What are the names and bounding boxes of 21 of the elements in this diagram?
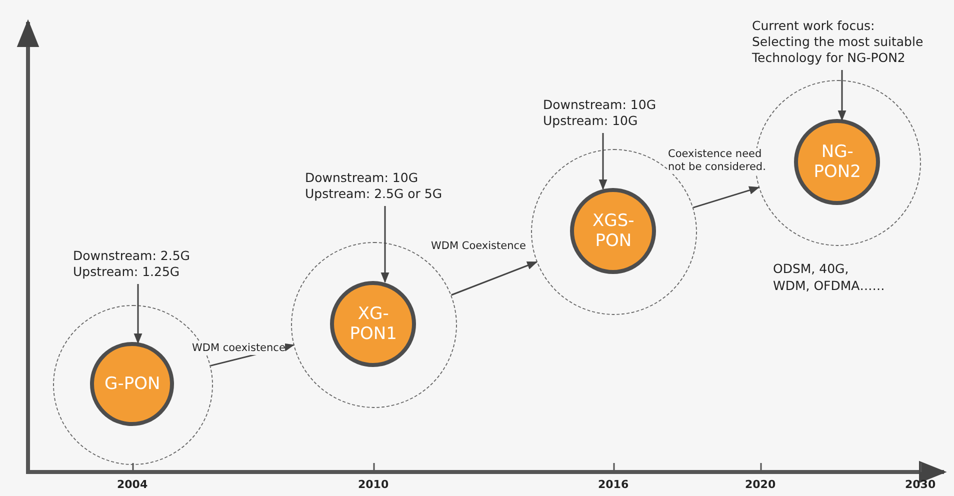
- arrow: [134, 284, 142, 344]
- arrow: [693, 186, 760, 208]
- year-label: 2016: [598, 478, 629, 491]
- spec-text: Current work focus: Selecting the most suitable Technology for NG-PON2: [752, 18, 932, 68]
- arrow: [380, 206, 390, 284]
- technology-circle: NG-PON2: [794, 119, 880, 206]
- dashed-ring: [291, 242, 457, 408]
- arrow: [598, 133, 608, 190]
- arrow: [451, 261, 538, 296]
- year-label: 2004: [117, 478, 148, 491]
- note-text: ODSM, 40G, WDM, OFDMA……: [773, 260, 885, 294]
- edge-label: WDM coexistence: [192, 342, 286, 355]
- technology-circle: G-PON: [90, 342, 174, 426]
- technology-circle: XGS-PON: [570, 188, 656, 274]
- spec-text: Downstream: 10G Upstream: 2.5G or 5G: [305, 170, 465, 204]
- spec-text: Downstream: 10G Upstream: 10G: [543, 97, 663, 131]
- spec-text: Downstream: 2.5G Upstream: 1.25G: [73, 248, 203, 282]
- year-label: 2010: [358, 478, 389, 491]
- year-label: 2030: [905, 478, 936, 491]
- technology-circle: XG-PON1: [330, 281, 416, 368]
- year-label: 2020: [745, 478, 776, 491]
